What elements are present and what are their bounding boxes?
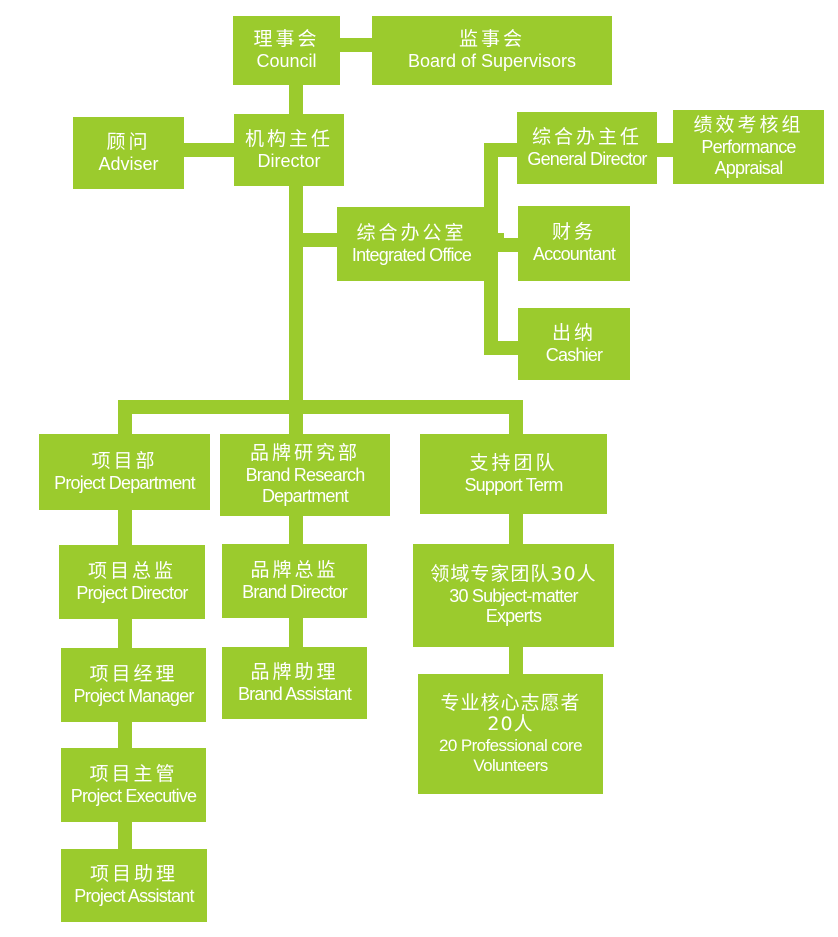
node-adviser: 顾问 Adviser [73, 117, 184, 189]
node-council: 理事会 Council [233, 16, 340, 85]
node-adviser-en: Adviser [98, 153, 159, 174]
node-brand-director-zh: 品牌总监 [250, 558, 339, 581]
node-director-zh: 机构主任 [244, 127, 333, 150]
node-brand-director-en: Brand Director [242, 581, 348, 602]
node-project-executive: 项目主管 Project Executive [61, 748, 206, 822]
node-general-director-zh: 综合办主任 [531, 125, 642, 148]
node-brand-assistant-en: Brand Assistant [237, 683, 352, 704]
node-accountant: 财务 Accountant [518, 206, 630, 281]
node-performance-zh: 绩效考核组 [693, 114, 804, 137]
node-project-manager-en: Project Manager [73, 685, 194, 706]
node-integrated-office: 综合办公室 Integrated Office [337, 207, 486, 281]
node-integrated-office-en: Integrated Office [351, 244, 472, 265]
node-volunteers-en-2: Volunteers [473, 755, 548, 775]
node-council-en: Council [256, 51, 317, 72]
connector-to-project-department [118, 400, 132, 436]
node-performance-en-1: Performance [701, 137, 796, 158]
connector-adviser-director [182, 143, 236, 157]
node-volunteers-en-1: 20 Professional core [439, 736, 583, 756]
node-general-director-en: General Director [527, 148, 647, 169]
node-project-director-zh: 项目总监 [87, 559, 176, 582]
node-cashier: 出纳 Cashier [518, 308, 630, 380]
node-brand-research-zh: 品牌研究部 [249, 442, 360, 465]
node-performance: 绩效考核组 Performance Appraisal [673, 110, 824, 184]
node-brand-research-en-1: Brand Research [245, 465, 366, 486]
connector-director-trunk [289, 185, 303, 415]
node-project-manager-zh: 项目经理 [89, 662, 178, 685]
connector-council-director [289, 85, 303, 115]
node-project-department-zh: 项目部 [91, 449, 158, 472]
node-general-director: 综合办主任 General Director [517, 112, 657, 184]
node-adviser-zh: 顾问 [106, 130, 151, 153]
node-project-department: 项目部 Project Department [39, 434, 210, 510]
node-experts-en-1: 30 Subject-matter [449, 585, 578, 606]
node-experts-en-2: Experts [485, 606, 542, 627]
node-project-director: 项目总监 Project Director [59, 545, 205, 619]
connector-to-cashier [484, 341, 520, 355]
node-project-assistant-zh: 项目助理 [89, 863, 178, 886]
connector-to-brand-research [289, 400, 303, 436]
connector-council-supervisors [340, 38, 375, 52]
node-brand-assistant-zh: 品牌助理 [250, 660, 339, 683]
node-project-executive-en: Project Executive [70, 785, 197, 806]
connector-to-support-term [509, 400, 523, 436]
node-support-term: 支持团队 Support Term [420, 434, 607, 514]
node-brand-assistant: 品牌助理 Brand Assistant [222, 647, 367, 719]
node-brand-research-en-2: Department [261, 485, 349, 506]
node-supervisors-en: Board of Supervisors [407, 51, 577, 72]
connector-general-performance [656, 143, 676, 157]
node-cashier-zh: 出纳 [551, 321, 596, 344]
node-brand-director: 品牌总监 Brand Director [222, 544, 367, 618]
connector-trunk-office [289, 233, 339, 247]
node-director: 机构主任 Director [234, 114, 344, 186]
node-integrated-office-zh: 综合办公室 [356, 221, 467, 244]
node-accountant-zh: 财务 [551, 221, 596, 244]
node-supervisors: 监事会 Board of Supervisors [372, 16, 612, 85]
node-cashier-en: Cashier [545, 344, 603, 365]
node-experts-zh: 领域专家团队30人 [430, 562, 597, 585]
node-director-en: Director [257, 150, 321, 171]
node-volunteers-zh-2: 20人 [487, 713, 534, 736]
connector-horizontal-departments [118, 400, 523, 414]
connector-to-accountant [484, 238, 520, 252]
node-project-assistant-en: Project Assistant [74, 886, 194, 907]
node-project-manager: 项目经理 Project Manager [61, 648, 206, 722]
node-support-term-en: Support Term [464, 474, 563, 495]
node-project-executive-zh: 项目主管 [89, 762, 178, 785]
node-project-director-en: Project Director [76, 582, 188, 603]
node-council-zh: 理事会 [253, 28, 320, 51]
node-experts: 领域专家团队30人 30 Subject-matter Experts [413, 544, 614, 647]
node-project-department-en: Project Department [54, 472, 195, 493]
node-project-assistant: 项目助理 Project Assistant [61, 849, 207, 922]
node-performance-en-2: Appraisal [714, 157, 784, 178]
node-volunteers: 专业核心志愿者 20人 20 Professional core Volunte… [418, 674, 603, 794]
node-brand-research: 品牌研究部 Brand Research Department [220, 434, 390, 516]
node-support-term-zh: 支持团队 [469, 451, 558, 474]
node-volunteers-zh-1: 专业核心志愿者 [440, 691, 581, 714]
node-accountant-en: Accountant [532, 244, 616, 265]
node-supervisors-zh: 监事会 [458, 28, 525, 51]
connector-to-general-director [484, 143, 518, 157]
